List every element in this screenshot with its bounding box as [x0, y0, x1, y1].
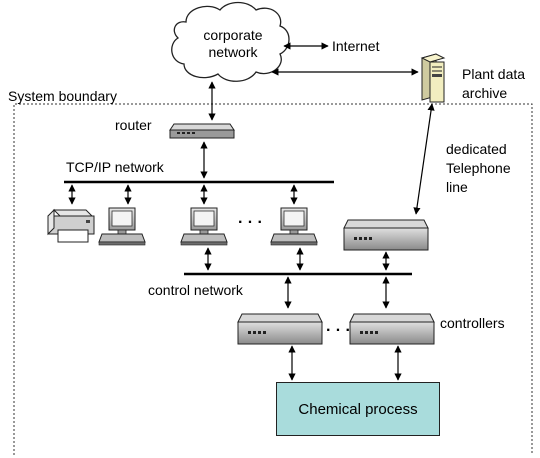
corporate-network-label: corporate network: [203, 27, 263, 60]
plant-data-archive-server: [420, 53, 446, 103]
tcpip-network-label: TCP/IP network: [66, 159, 164, 175]
telephone-line-link: [413, 103, 435, 215]
controller-1: [237, 313, 323, 345]
router-label: router: [115, 117, 152, 133]
printer-device: [47, 208, 95, 243]
chemical-process-box: Chemical process: [276, 382, 440, 436]
controller-2: [349, 313, 435, 345]
control-network-label: control network: [148, 282, 243, 298]
pc-1: [98, 207, 146, 246]
pc-2: [180, 207, 228, 246]
dedicated-line-label: dedicated Telephone line: [446, 141, 511, 195]
router-device: [169, 123, 235, 139]
pc-ellipsis: · · ·: [238, 214, 263, 231]
system-boundary: [13, 103, 533, 455]
internet-label: Internet: [332, 38, 380, 54]
chemical-process-label: Chemical process: [298, 400, 418, 418]
pc-3: [270, 207, 318, 246]
controllers-label: controllers: [440, 315, 505, 331]
controller-ellipsis: · · ·: [326, 322, 351, 339]
plant-data-archive-label: Plant data archive: [462, 66, 526, 101]
system-boundary-label: System boundary: [8, 88, 117, 104]
gateway-device: [343, 219, 429, 251]
